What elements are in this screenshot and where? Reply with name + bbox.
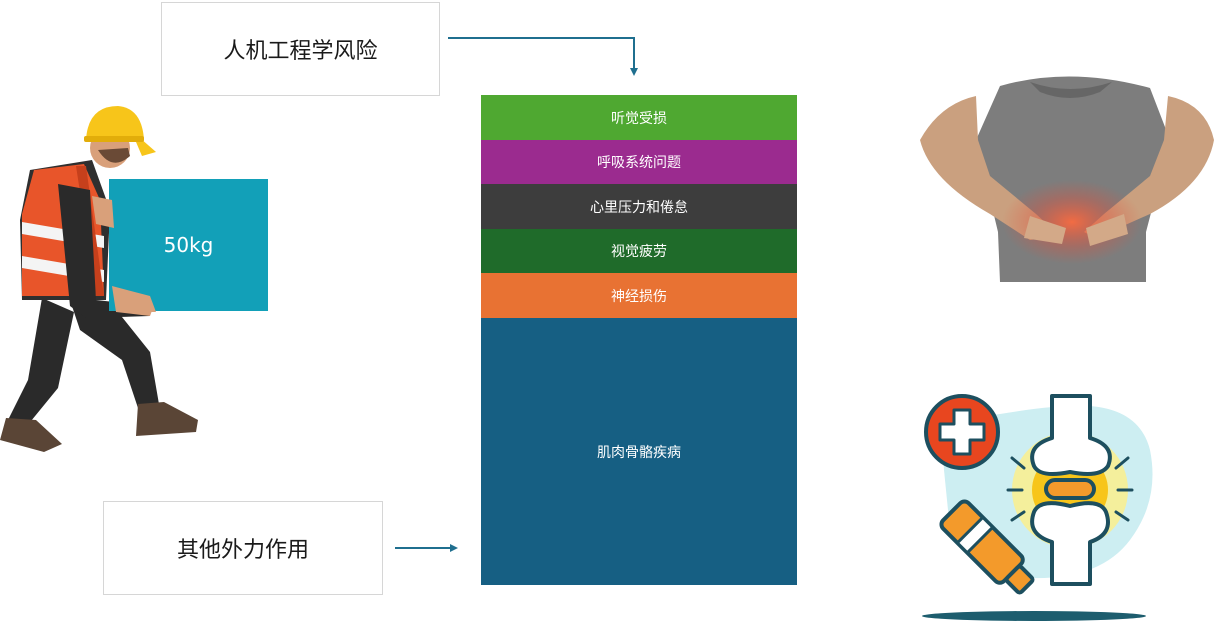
segment-label: 神经损伤 — [611, 288, 667, 305]
ointment-tube-icon — [939, 499, 1035, 595]
arrow-top-to-stack — [448, 37, 635, 68]
arrow-head-top — [630, 68, 638, 76]
ergonomic-risk-label: 人机工程学风险 — [223, 39, 378, 64]
weight-label: 50kg — [163, 233, 214, 257]
risk-stack: 听觉受损 呼吸系统问题 心里压力和倦怠 视觉疲劳 神经损伤 肌肉骨骼疾病 — [481, 95, 797, 585]
segment-hearing-damage: 听觉受损 — [481, 95, 797, 140]
segment-nerve-damage: 神经损伤 — [481, 273, 797, 318]
segment-label: 肌肉骨骼疾病 — [597, 444, 681, 461]
external-force-box: 其他外力作用 — [103, 501, 383, 595]
segment-psychological-stress: 心里压力和倦怠 — [481, 184, 797, 229]
weight-box: 50kg — [109, 179, 268, 311]
external-force-label: 其他外力作用 — [176, 538, 309, 563]
segment-visual-fatigue: 视觉疲劳 — [481, 229, 797, 273]
segment-label: 视觉疲劳 — [611, 244, 667, 260]
segment-label: 心里压力和倦怠 — [590, 199, 688, 216]
arrow-head-bottom — [450, 544, 458, 552]
ergonomic-risk-box: 人机工程学风险 — [161, 2, 440, 96]
segment-label: 呼吸系统问题 — [597, 155, 681, 171]
segment-respiratory: 呼吸系统问题 — [481, 140, 797, 184]
medical-cross-icon — [924, 394, 1000, 470]
segment-label: 听觉受损 — [611, 110, 667, 127]
segment-musculoskeletal: 肌肉骨骼疾病 — [481, 318, 797, 585]
